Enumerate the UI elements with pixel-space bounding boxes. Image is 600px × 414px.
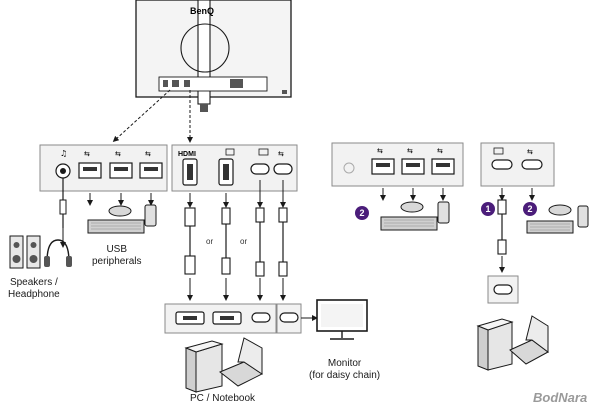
monitor-back — [135, 0, 292, 112]
pc-notebook-icon — [184, 337, 263, 393]
usb-peripherals-label: USB peripherals — [92, 244, 142, 267]
video-cables — [184, 180, 288, 301]
step-badge-2-right: 2 — [523, 202, 537, 216]
hdmi-port-label: HDMI — [178, 151, 196, 158]
step-badge-2-middle: 2 — [355, 206, 369, 220]
watermark-logo: BodNara — [533, 390, 588, 405]
svg-text:⇆: ⇆ — [407, 147, 413, 155]
daisy-chain-monitor-label: Monitor (for daisy chain) — [309, 358, 381, 381]
svg-text:♫: ♫ — [60, 149, 67, 158]
usb-c-cable-right — [487, 188, 519, 304]
monitor-brand-logo: BenQ — [190, 6, 215, 16]
svg-text:⇆: ⇆ — [437, 147, 443, 155]
usb-peripherals-left — [87, 193, 157, 234]
svg-text:⇆: ⇆ — [145, 150, 151, 158]
svg-text:⇆: ⇆ — [377, 147, 383, 155]
step-badge-1: 1 — [481, 202, 495, 216]
usb-peripherals-right — [380, 188, 450, 231]
svg-text:⇆: ⇆ — [278, 150, 284, 158]
usb-peripherals-far-right — [526, 188, 589, 234]
panel-usb-hub: ⇆ ⇆ ⇆ — [331, 142, 464, 187]
panel-video-inputs: HDMI ⇆ — [171, 144, 298, 192]
audio-cable — [59, 178, 67, 248]
speakers-icon — [9, 235, 41, 269]
pc-port-panel — [164, 303, 302, 334]
or-label-2: or — [240, 237, 248, 246]
panel-usb-c: ⇆ — [480, 142, 555, 187]
speakers-headphone-label: Speakers / Headphone — [8, 277, 60, 300]
headphone-icon — [44, 239, 72, 267]
panel-audio-usb: ♫ ⇆ ⇆ ⇆ — [39, 144, 168, 192]
or-label-1: or — [206, 237, 214, 246]
pc-notebook-right-icon — [476, 315, 549, 371]
daisy-chain-monitor-icon — [301, 299, 368, 340]
svg-text:⇆: ⇆ — [115, 150, 121, 158]
leader-line-left — [112, 89, 171, 143]
svg-text:⇆: ⇆ — [84, 150, 90, 158]
svg-text:⇆: ⇆ — [527, 148, 533, 156]
pc-notebook-label: PC / Notebook — [190, 393, 256, 404]
